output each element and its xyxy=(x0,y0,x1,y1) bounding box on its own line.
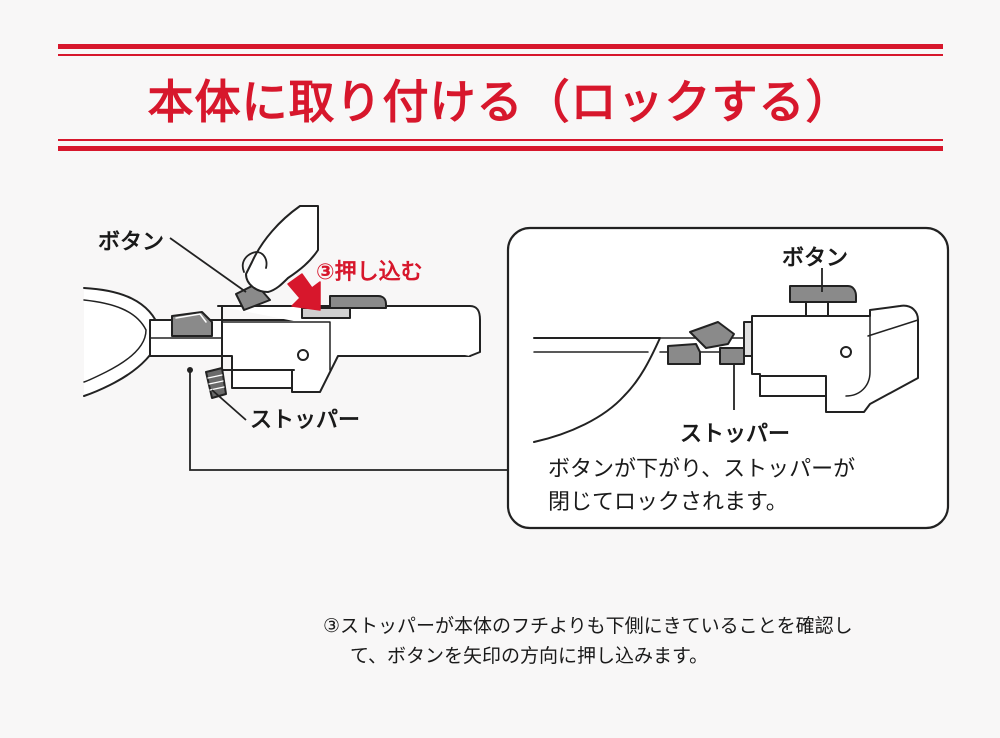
instruction-note-line1: ③ストッパーが本体のフチよりも下側にきていることを確認し xyxy=(323,615,853,637)
detail-pot-lid xyxy=(533,337,661,443)
header-rule-bottom-thin xyxy=(58,139,943,141)
finger xyxy=(245,205,319,293)
detail-stopper xyxy=(719,347,745,365)
detail-stopper-label: ストッパー xyxy=(680,422,791,447)
push-in-label: ③押し込む xyxy=(316,260,423,285)
left-illustration xyxy=(83,205,481,399)
header-rule-bottom-thick xyxy=(58,146,943,151)
button-label: ボタン xyxy=(98,230,165,255)
handle-body xyxy=(217,305,481,357)
detail-caption: ボタンが下がり、ストッパーが 閉じてロックされます。 xyxy=(548,453,908,519)
stopper-label: ストッパー xyxy=(250,408,361,433)
header-rule-top-thick xyxy=(58,44,943,49)
push-arrow xyxy=(287,273,321,311)
instruction-note: ③ストッパーが本体のフチよりも下側にきていることを確認し て、ボタンを矢印の方向… xyxy=(323,611,963,671)
lock-button xyxy=(329,295,387,309)
latch-left xyxy=(171,311,213,337)
detail-latch xyxy=(667,343,701,365)
instruction-note-line2: て、ボタンを矢印の方向に押し込みます。 xyxy=(350,645,709,667)
leader-dot xyxy=(187,367,193,373)
detail-lock-button xyxy=(789,285,857,303)
header-rule-top-thin xyxy=(58,54,943,56)
detail-caption-line2: 閉じてロックされます。 xyxy=(548,490,788,515)
detail-illustration xyxy=(533,285,919,443)
detail-caption-line1: ボタンが下がり、ストッパーが xyxy=(548,457,856,482)
page-title: 本体に取り付ける（ロックする） xyxy=(147,75,853,129)
detail-button-label: ボタン xyxy=(782,246,849,271)
pot-lid xyxy=(83,287,161,397)
detail-leader-lines xyxy=(733,268,823,410)
left-leader-lines xyxy=(169,237,512,471)
button-stem xyxy=(301,307,351,319)
